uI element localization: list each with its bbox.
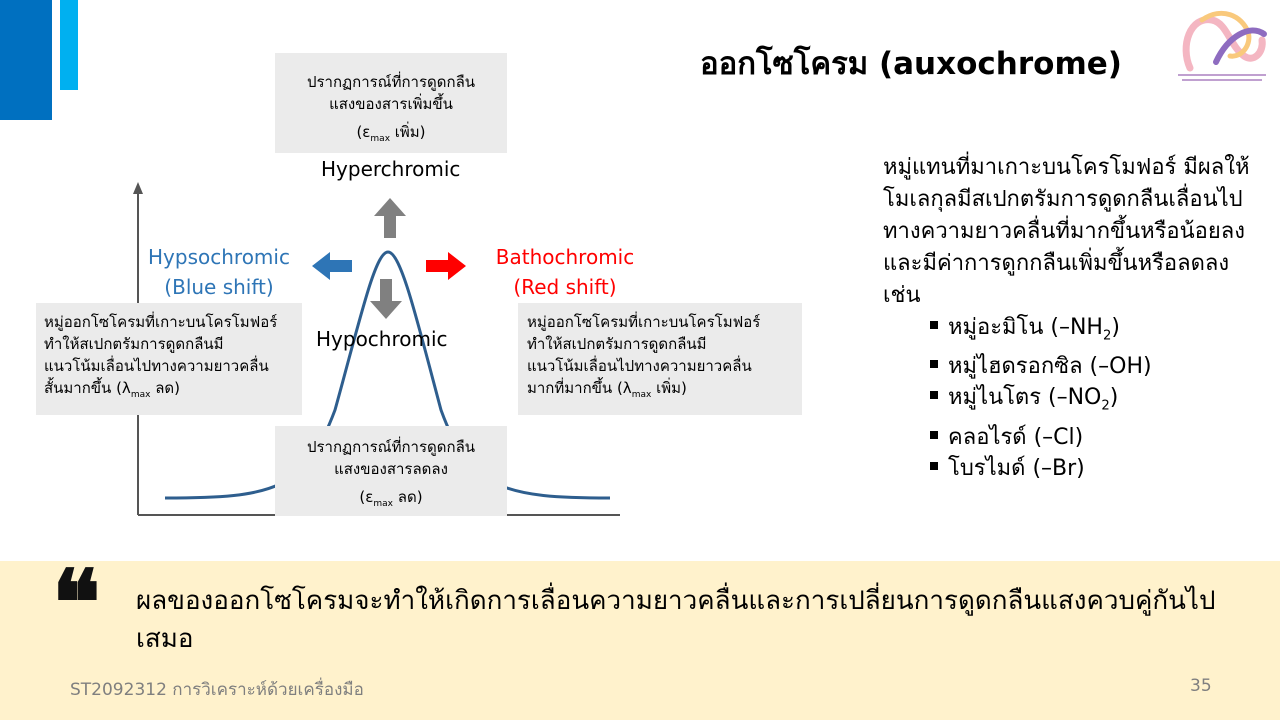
hypsochromic-label: Hypsochromic (Blue shift) <box>140 242 298 302</box>
bullet-square-icon <box>930 391 938 400</box>
auxochrome-description: หมู่แทนที่มาเกาะบนโครโมฟอร์ มีผลให้โมเลก… <box>883 155 1250 308</box>
bathochromic-label-line1: Bathochromic <box>495 245 635 269</box>
right-box-line4: มากที่มากขึ้น (λmax เพิ่ม) <box>527 377 802 406</box>
left-box-line4: สั้นมากขึ้น (λmax ลด) <box>44 377 302 406</box>
subscript-max: max <box>370 134 391 144</box>
bathochromic-label: Bathochromic (Red shift) <box>486 242 644 302</box>
hyperchromic-definition-line2: แสงของสารเพิ่มขึ้น <box>329 95 453 113</box>
subscript-max: max <box>631 390 652 400</box>
list-item: คลอไรด์ (–Cl) <box>930 422 1152 453</box>
bullet-square-icon <box>930 461 938 470</box>
bullet-square-icon <box>930 360 938 369</box>
list-item: หมู่อะมิโน (–NH2) <box>930 312 1152 351</box>
red-shift-label: (Red shift) <box>513 275 617 299</box>
hypsochromic-label-line1: Hypsochromic <box>148 245 290 269</box>
epsilon-symbol: (ε <box>359 488 374 506</box>
hyperchromic-label: Hyperchromic <box>321 157 461 181</box>
institution-logo <box>1178 10 1267 81</box>
right-box-line1: หมู่ออกโซโครมที่เกาะบนโครโมฟอร์ <box>527 313 761 331</box>
left-box-line4b: ลด) <box>150 379 180 397</box>
right-box-line4a: มากที่มากขึ้น (λ <box>527 379 632 397</box>
list-item-text: คลอไรด์ (–Cl) <box>948 424 1084 450</box>
list-item-subscript: 2 <box>1102 328 1112 344</box>
list-item-tail: ) <box>1111 315 1120 340</box>
list-item: หมู่ไนโตร (–NO2) <box>930 382 1152 421</box>
list-item: หมู่ไฮดรอกซิล (–OH) <box>930 351 1152 382</box>
epsilon-symbol: (ε <box>356 123 371 141</box>
increase-text: เพิ่ม) <box>390 123 426 141</box>
bathochromic-definition-box: หมู่ออกโซโครมที่เกาะบนโครโมฟอร์ ทำให้สเป… <box>518 303 802 415</box>
decrease-text: ลด) <box>393 488 423 506</box>
list-item-subscript: 2 <box>1101 398 1110 414</box>
list-item-text: โบรไมด์ (–Br) <box>948 455 1085 481</box>
example-group-list: หมู่อะมิโน (–NH2) หมู่ไฮดรอกซิล (–OH) หม… <box>930 312 1152 484</box>
subscript-max: max <box>130 390 151 400</box>
page-number: 35 <box>1190 676 1212 696</box>
bullet-square-icon <box>930 430 938 439</box>
accent-bar-light <box>60 0 78 90</box>
list-item: โบรไมด์ (–Br) <box>930 453 1152 484</box>
accent-bar-dark <box>0 0 52 120</box>
left-box-line4a: สั้นมากขึ้น (λ <box>44 379 131 397</box>
list-item-text: หมู่อะมิโน (–NH <box>948 315 1103 340</box>
right-box-line3: แนวโน้มเลื่อนไปทางความยาวคลื่น <box>527 357 752 375</box>
quote-text: ผลของออกโซโครมจะทำให้เกิดการเลื่อนความยา… <box>136 586 1216 654</box>
right-box-line2: ทำให้สเปกตรัมการดูดกลืนมี <box>527 335 707 353</box>
arrow-right-icon <box>426 252 466 280</box>
hypochromic-definition-line2: แสงของสารลดลง <box>334 460 448 478</box>
arrow-up-icon <box>374 198 406 238</box>
left-box-line1: หมู่ออกโซโครมที่เกาะบนโครโมฟอร์ <box>44 313 278 331</box>
hypochromic-label: Hypochromic <box>316 327 448 351</box>
blue-shift-label: (Blue shift) <box>164 275 274 299</box>
hyperchromic-definition-line1: ปรากฏการณ์ที่การดูดกลืน <box>306 73 476 91</box>
right-box-line4b: เพิ่ม) <box>651 379 687 397</box>
list-item-text: หมู่ไนโตร (–NO <box>948 385 1102 411</box>
slide-title: ออกโซโครม (auxochrome) <box>700 46 1122 82</box>
hyperchromic-definition-box: ปรากฏการณ์ที่การดูดกลืน แสงของสารเพิ่มขึ… <box>275 53 507 153</box>
hypsochromic-definition-box: หมู่ออกโซโครมที่เกาะบนโครโมฟอร์ ทำให้สเป… <box>36 303 302 415</box>
y-axis-arrowhead <box>133 182 143 194</box>
subscript-max: max <box>373 499 393 509</box>
bullet-square-icon <box>930 321 938 329</box>
hypochromic-definition-line1: ปรากฏการณ์ที่การดูดกลืน <box>306 438 476 456</box>
hypochromic-definition-box: ปรากฏการณ์ที่การดูดกลืน แสงของสารลดลง (ε… <box>275 426 507 516</box>
left-box-line2: ทำให้สเปกตรัมการดูดกลืนมี <box>44 335 224 353</box>
left-box-line3: แนวโน้มเลื่อนไปทางความยาวคลื่น <box>44 357 269 375</box>
arrow-left-icon <box>312 252 352 280</box>
quote-mark-icon: ❝ <box>52 550 101 656</box>
list-item-text: หมู่ไฮดรอกซิล (–OH) <box>948 354 1152 380</box>
hypochromic-definition-line3: (εmax ลด) <box>275 486 507 515</box>
list-item-tail: ) <box>1109 385 1119 411</box>
arrow-down-icon <box>370 279 402 319</box>
course-footer: ST2092312 การวิเคราะห์ด้วยเครื่องมือ <box>70 680 364 700</box>
hyperchromic-definition-line3: (εmax เพิ่ม) <box>275 121 507 150</box>
quote-banner <box>0 561 1280 720</box>
